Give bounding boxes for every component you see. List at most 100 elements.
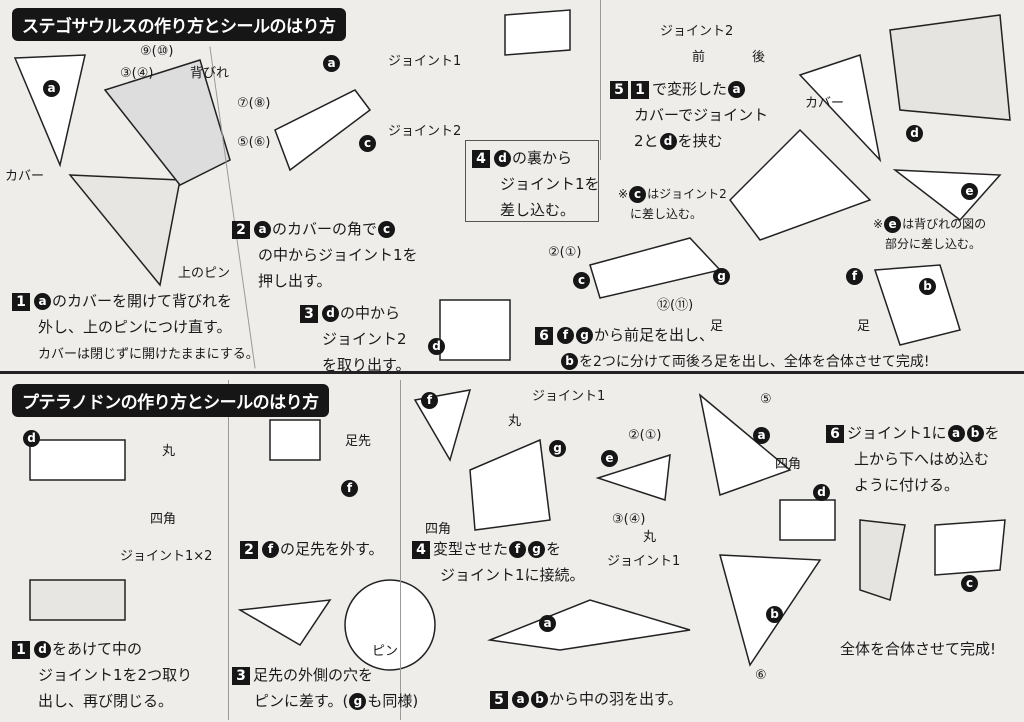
stegosaurus-title: ステゴサウルスの作り方とシールのはり方 bbox=[12, 8, 346, 41]
step-text: を bbox=[546, 540, 562, 558]
divider bbox=[400, 380, 401, 720]
step-number: 5 bbox=[490, 690, 508, 709]
part-badge-f: f bbox=[846, 268, 863, 285]
sticker-label: ⑦(⑧) bbox=[237, 96, 271, 111]
part-badge-b: b bbox=[531, 691, 548, 708]
cover-label: カバー bbox=[805, 96, 845, 111]
part-d-bottom bbox=[29, 439, 126, 481]
step-text: カバーでジョイント bbox=[634, 106, 769, 124]
toe-part bbox=[269, 419, 321, 461]
assembly-step5 bbox=[889, 14, 1011, 121]
part-badge-d: d bbox=[813, 484, 830, 501]
part-badge-g: g bbox=[713, 268, 730, 285]
step-number: 3 bbox=[300, 304, 318, 323]
square-label: 四角 bbox=[425, 522, 452, 537]
assembled-body bbox=[729, 128, 872, 241]
assembled-pteranodon bbox=[859, 519, 906, 601]
step-text: も同様) bbox=[367, 692, 419, 710]
step-number: 5 bbox=[610, 80, 628, 99]
leg-label: 足 bbox=[710, 319, 724, 334]
step-number: 4 bbox=[472, 149, 490, 168]
step-text: 変型させた bbox=[433, 540, 509, 558]
divider bbox=[228, 380, 229, 720]
front-label: 前 bbox=[692, 50, 706, 65]
part-d-bottom2 bbox=[779, 499, 836, 541]
part-d-open bbox=[29, 579, 126, 621]
zoom-circle bbox=[344, 579, 436, 671]
upper-pin-label: 上のピン bbox=[178, 266, 231, 281]
step-text: をあけて中の bbox=[52, 640, 143, 658]
substep-number: 1 bbox=[631, 80, 649, 99]
part-badge-c: c bbox=[378, 221, 396, 238]
sticker-label: ⑨(⑩) bbox=[140, 44, 174, 59]
part-badge-a: a bbox=[512, 691, 529, 708]
part-badge-a: a bbox=[539, 615, 556, 632]
square-label: 四角 bbox=[150, 512, 177, 527]
pteranodon-title: プテラノドンの作り方とシールのはり方 bbox=[12, 384, 329, 417]
dorsal-fin-part bbox=[103, 59, 231, 186]
step-text: ジョイント1に接続。 bbox=[440, 566, 585, 584]
step-number: 2 bbox=[232, 220, 250, 239]
part-badge-g: g bbox=[549, 440, 566, 457]
joint1x2-label: ジョイント1×2 bbox=[120, 549, 213, 564]
step-text: 2と bbox=[634, 132, 659, 150]
completion-text: 全体を合体させて完成! bbox=[840, 640, 997, 658]
part-badge-e: e bbox=[961, 183, 978, 200]
joint2-label: ジョイント2 bbox=[388, 124, 462, 139]
part-badge-f: f bbox=[262, 541, 279, 558]
part-badge-a: a bbox=[323, 55, 340, 72]
step-number: 6 bbox=[535, 326, 553, 345]
step-text: を取り出す。 bbox=[322, 356, 411, 374]
part-badge-a: a bbox=[34, 293, 51, 310]
toe-label: 足先 bbox=[345, 434, 372, 449]
section-divider bbox=[0, 371, 1024, 374]
step-number: 6 bbox=[826, 424, 844, 443]
wing-part-step5 bbox=[487, 599, 691, 651]
stegosaurus-parts bbox=[13, 9, 1011, 361]
note-text: はジョイント2 bbox=[647, 187, 727, 201]
part-badge-d: d bbox=[659, 133, 677, 150]
step-text: の中からジョイント1を bbox=[258, 246, 418, 264]
part-b-step6 bbox=[873, 264, 961, 346]
square-label: 四角 bbox=[775, 457, 802, 472]
part-badge-d: d bbox=[322, 305, 339, 322]
part-badge-g: g bbox=[349, 693, 367, 710]
joint2-label: ジョイント2 bbox=[660, 24, 734, 39]
step-text: 外し、上のピンにつけ直す。 bbox=[38, 318, 232, 336]
part-badge-b: b bbox=[966, 425, 984, 442]
divider bbox=[600, 0, 601, 160]
part-step3 bbox=[237, 599, 332, 647]
cover-step5 bbox=[798, 54, 882, 163]
round-label: 丸 bbox=[162, 444, 176, 459]
step-note: カバーは閉じずに開けたままにする。 bbox=[38, 347, 259, 362]
pin-label: ピン bbox=[372, 644, 399, 659]
part-e-step6 bbox=[892, 169, 1002, 222]
back-label: 後 bbox=[752, 50, 766, 65]
joint1-label: ジョイント1 bbox=[532, 389, 606, 404]
step-text: を bbox=[984, 424, 1000, 442]
step-text: の足先を外す。 bbox=[280, 540, 384, 558]
step-text: で変形した bbox=[652, 80, 728, 98]
part-badge-c: c bbox=[629, 186, 647, 203]
step-text: のカバーの角で bbox=[272, 220, 378, 238]
part-badge-a: a bbox=[753, 427, 770, 444]
step-text: 差し込む。 bbox=[500, 201, 576, 219]
part-e-bottom bbox=[595, 453, 671, 502]
step-text: 出し、再び閉じる。 bbox=[38, 692, 174, 710]
joint1-label: ジョイント1 bbox=[388, 54, 462, 69]
part-badge-a: a bbox=[947, 425, 965, 442]
sticker-label: ⑫(⑪) bbox=[657, 298, 694, 313]
part-badge-b: b bbox=[919, 278, 936, 295]
step-text: 上から下へはめ込む bbox=[854, 450, 990, 468]
note-text: 部分に差し込む。 bbox=[885, 237, 982, 251]
part-badge-d: d bbox=[428, 338, 445, 355]
step-number: 4 bbox=[412, 540, 430, 559]
part-badge-f: f bbox=[557, 327, 574, 344]
